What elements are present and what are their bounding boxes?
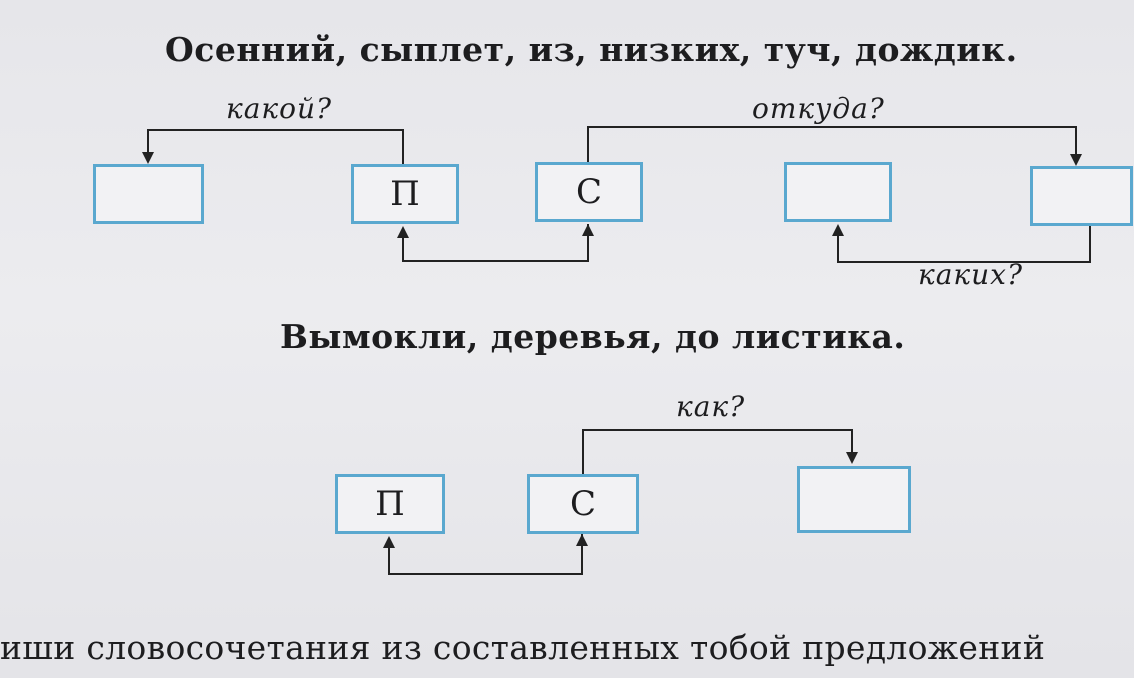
arrow-subject-predicate-2 xyxy=(388,534,583,575)
arrowhead-subject xyxy=(582,224,594,236)
arrow-kakoi xyxy=(147,129,404,164)
subject-box-2: С xyxy=(527,474,639,534)
arrowhead-kakikh xyxy=(832,224,844,236)
word-box-5 xyxy=(1030,166,1133,226)
footer-instruction: иши словосочетания из составленных тобой… xyxy=(0,628,1046,667)
subject-box: С xyxy=(535,162,643,222)
arrow-subject-predicate xyxy=(402,224,589,262)
arrowhead-kak xyxy=(846,452,858,464)
question-label-kak: как? xyxy=(676,390,746,423)
word-box-4 xyxy=(784,162,892,222)
arrowhead-predicate-2 xyxy=(383,536,395,548)
sentence-2: Вымокли, деревья, до листика. xyxy=(280,317,906,356)
sentence-1: Осенний, сыплет, из, низких, туч, дождик… xyxy=(165,30,1018,69)
question-label-kakikh: каких? xyxy=(918,258,1023,291)
question-label-kakoi: какой? xyxy=(226,92,333,125)
predicate-box-2: П xyxy=(335,474,445,534)
word-box-1 xyxy=(93,164,204,224)
arrowhead-otkuda xyxy=(1070,154,1082,166)
arrow-kakikh xyxy=(837,226,1091,263)
word-box-2-3 xyxy=(797,466,911,533)
arrowhead-predicate xyxy=(397,226,409,238)
arrowhead-subject-2 xyxy=(576,534,588,546)
question-label-otkuda: откуда? xyxy=(752,92,885,125)
arrowhead-kakoi xyxy=(142,152,154,164)
predicate-box: П xyxy=(351,164,459,224)
arrow-kak xyxy=(582,429,853,474)
arrow-otkuda xyxy=(587,126,1077,162)
